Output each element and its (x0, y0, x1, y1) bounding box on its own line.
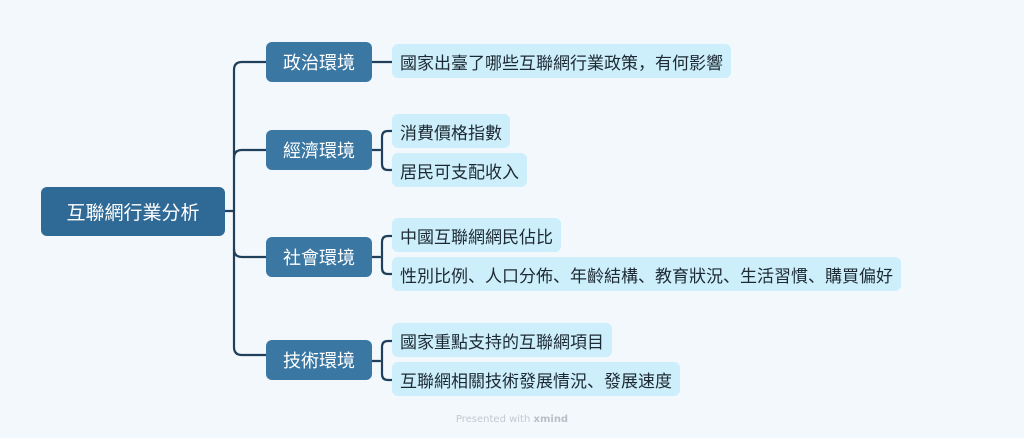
subtopic-tech-development[interactable]: 互聯網相關技術發展情況、發展速度 (392, 362, 680, 396)
footer-prefix: Presented with (455, 414, 531, 425)
subtopic-cpi[interactable]: 消費價格指數 (392, 114, 510, 148)
branch-topic-economic[interactable]: 經濟環境 (266, 130, 372, 170)
subtopic-key-projects[interactable]: 國家重點支持的互聯網項目 (392, 323, 612, 357)
footer-watermark: Presented with xmind (0, 414, 1024, 425)
footer-brand-logo: xmind (533, 414, 569, 425)
subtopic-disposable-income[interactable]: 居民可支配收入 (392, 153, 527, 187)
root-topic[interactable]: 互聯網行業分析 (41, 187, 225, 236)
subtopic-demographics[interactable]: 性別比例、人口分佈、年齡結構、教育狀況、生活習慣、購買偏好 (392, 257, 901, 291)
branch-topic-political[interactable]: 政治環境 (266, 42, 372, 82)
branch-topic-technology[interactable]: 技術環境 (266, 340, 372, 380)
subtopic-netizen-ratio[interactable]: 中國互聯網網民佔比 (392, 218, 561, 252)
subtopic-policy-impact[interactable]: 國家出臺了哪些互聯網行業政策，有何影響 (392, 44, 731, 78)
branch-topic-social[interactable]: 社會環境 (266, 237, 372, 277)
